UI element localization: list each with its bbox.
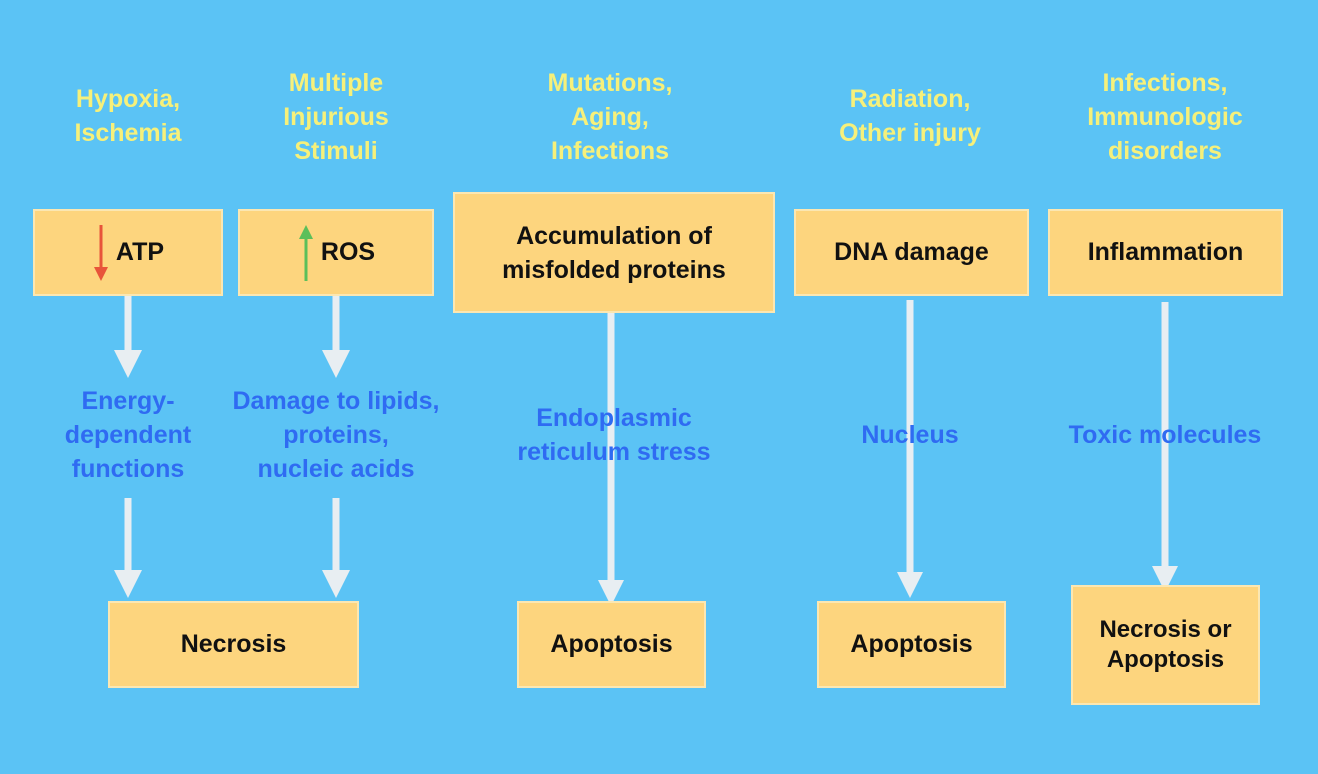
event-label: ATP bbox=[115, 238, 165, 266]
down-arrow-icon bbox=[93, 224, 108, 281]
cause-label: Infections, Immunologic disorders bbox=[1087, 69, 1243, 165]
up-arrow-icon bbox=[298, 224, 313, 281]
outcome-box-apoptosis: Apoptosis bbox=[817, 601, 1006, 688]
mechanism-label: Damage to lipids, proteins, nucleic acid… bbox=[232, 387, 440, 483]
event-box-atp: ATP bbox=[33, 209, 223, 296]
connector-arrow bbox=[114, 296, 142, 378]
mechanism-label: Energy- dependent functions bbox=[64, 387, 192, 483]
connector-arrow bbox=[598, 312, 624, 606]
outcome-box-necrosis-or-apoptosis: Necrosis or Apoptosis bbox=[1071, 585, 1260, 705]
cause-label: Radiation, Other injury bbox=[839, 85, 981, 147]
cause-label: Mutations, Aging, Infections bbox=[547, 69, 673, 165]
connector-arrow bbox=[1152, 302, 1178, 592]
connector-arrow bbox=[114, 498, 142, 598]
event-label: ROS bbox=[320, 238, 376, 266]
event-box-ros: ROS bbox=[238, 209, 434, 296]
event-box-misfolded-proteins: Accumulation of misfolded proteins bbox=[453, 192, 775, 313]
connector-arrow bbox=[897, 300, 923, 598]
connector-arrow bbox=[322, 498, 350, 598]
mechanism-label: Toxic molecules bbox=[1068, 421, 1262, 449]
outcome-box-apoptosis: Apoptosis bbox=[517, 601, 706, 688]
outcome-box-necrosis: Necrosis bbox=[108, 601, 359, 688]
event-box-dna-damage: DNA damage bbox=[794, 209, 1029, 296]
mechanism-label: Endoplasmic reticulum stress bbox=[517, 404, 711, 466]
cause-label: Multiple Injurious Stimuli bbox=[283, 69, 389, 165]
mechanism-label: Nucleus bbox=[861, 421, 959, 449]
event-box-inflammation: Inflammation bbox=[1048, 209, 1283, 296]
connector-arrow bbox=[322, 296, 350, 378]
cause-label: Hypoxia, Ischemia bbox=[74, 85, 182, 147]
